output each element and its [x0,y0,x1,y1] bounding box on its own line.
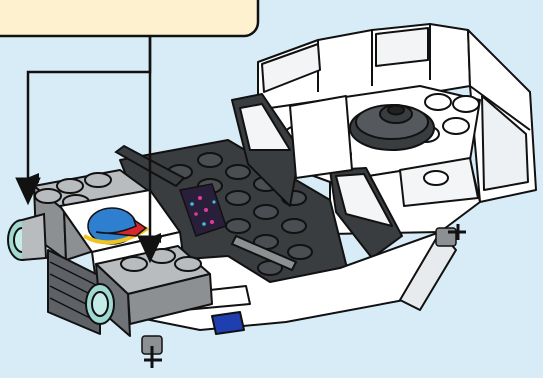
dark-round-turntable [350,105,434,150]
lamp-upper [8,214,46,260]
axle-pin-right [436,224,466,246]
callout-box [0,0,258,36]
axle-pin-front [142,336,162,368]
lamp-lower [86,284,114,324]
